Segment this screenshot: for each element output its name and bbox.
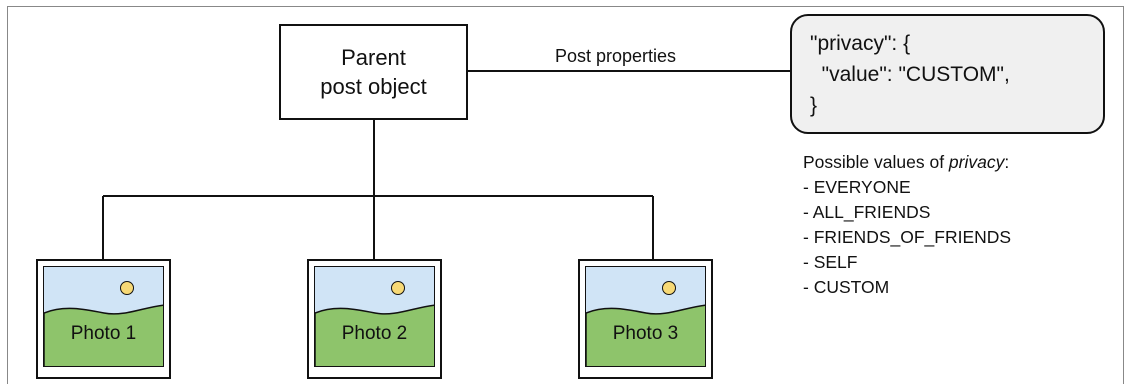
landscape-icon: [586, 267, 705, 366]
privacy-code-box: "privacy": { "value": "CUSTOM",}: [790, 14, 1105, 134]
photo-image-icon: Photo 3: [585, 266, 706, 367]
photo-label: Photo 3: [612, 323, 679, 344]
parent-post-object-box: Parent post object: [279, 24, 468, 120]
code-line-2: "value": "CUSTOM",: [810, 63, 1010, 86]
landscape-icon: [44, 267, 163, 366]
privacy-value-item: - ALL_FRIENDS: [803, 202, 931, 222]
photo-3-card: Photo 3: [578, 259, 713, 379]
sun-icon: [120, 281, 134, 295]
privacy-value-item: - FRIENDS_OF_FRIENDS: [803, 227, 1012, 247]
diagram-frame: [7, 6, 1124, 384]
sun-icon: [662, 281, 676, 295]
privacy-value-item: - CUSTOM: [803, 277, 890, 297]
parent-label-line2: post object: [320, 74, 427, 99]
privacy-value-item: - SELF: [803, 252, 858, 272]
privacy-values-list: Possible values of privacy: - EVERYONE -…: [803, 150, 1011, 300]
landscape-icon: [315, 267, 434, 366]
privacy-value-item: - EVERYONE: [803, 177, 911, 197]
photo-1-card: Photo 1: [36, 259, 171, 379]
post-properties-label: Post properties: [555, 46, 677, 66]
photo-label: Photo 1: [70, 323, 137, 344]
photo-image-icon: Photo 1: [43, 266, 164, 367]
privacy-values-heading: Possible values of privacy:: [803, 152, 1010, 172]
photo-2-card: Photo 2: [307, 259, 442, 379]
sun-icon: [391, 281, 405, 295]
photo-label: Photo 2: [341, 323, 408, 344]
photo-image-icon: Photo 2: [314, 266, 435, 367]
parent-label-line1: Parent: [341, 45, 406, 70]
code-line-3: }: [810, 94, 818, 117]
code-line-1: "privacy": {: [810, 32, 911, 55]
